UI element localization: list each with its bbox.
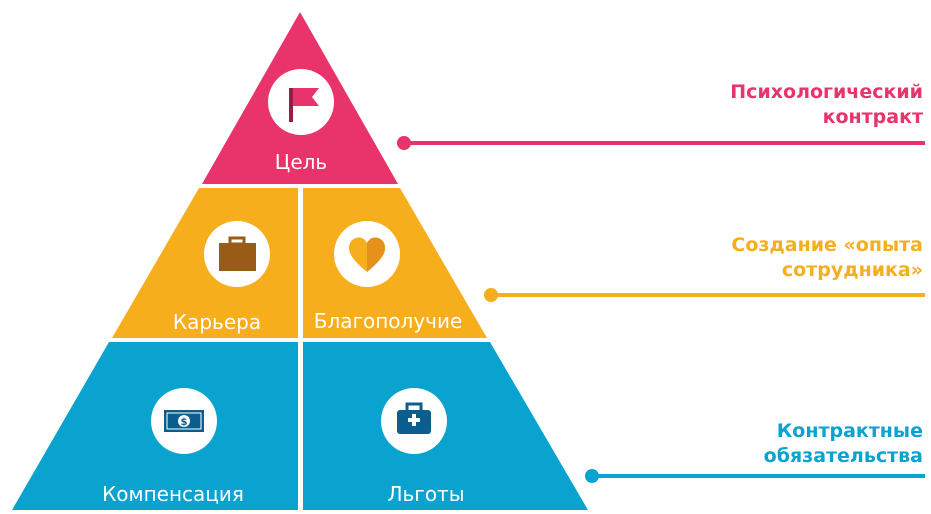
- flag-icon: [268, 69, 334, 135]
- connector-bottom: [585, 469, 925, 483]
- connector-top: [397, 136, 925, 150]
- callout-line: Психологический: [730, 81, 923, 103]
- label-wellbeing: Благополучие: [314, 309, 463, 333]
- callout-line: Контрактные: [776, 420, 923, 442]
- callout-line: Создание «опыта: [731, 234, 923, 256]
- callout-line: обязательства: [763, 445, 923, 467]
- callout-psychological-contract: Психологический контракт: [730, 80, 923, 130]
- label-goal: Цель: [275, 150, 327, 174]
- callout-employee-experience: Создание «опыта сотрудника»: [731, 233, 923, 283]
- label-compensation: Компенсация: [102, 482, 244, 506]
- svg-text:$: $: [181, 417, 188, 428]
- callout-line: сотрудника»: [781, 259, 923, 281]
- heart-icon: [334, 221, 400, 287]
- label-career: Карьера: [173, 310, 261, 334]
- briefcase-icon: [204, 221, 270, 287]
- callout-contract-obligations: Контрактные обязательства: [764, 419, 923, 469]
- callout-line: контракт: [822, 106, 923, 128]
- money-icon: $: [151, 388, 217, 454]
- connector-middle: [484, 288, 925, 302]
- label-benefits: Льготы: [387, 482, 464, 506]
- medical-bag-icon: [381, 388, 447, 454]
